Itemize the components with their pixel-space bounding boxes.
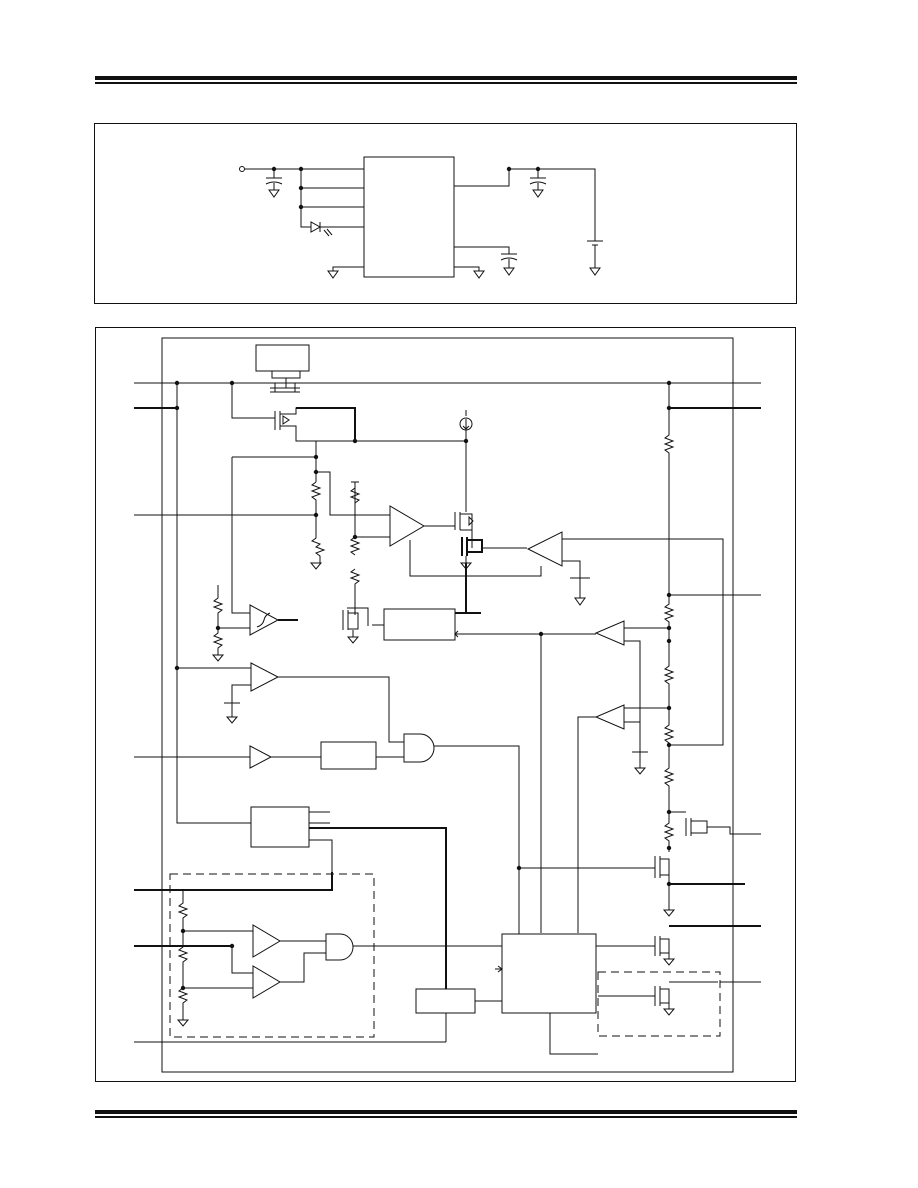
- current-sense-amplifier: [409, 531, 724, 746]
- uvlo-comparator-input: [231, 457, 250, 614]
- reverse-block-circuit: [255, 344, 310, 372]
- undervoltage-comparator: [211, 585, 298, 662]
- header-rule-thin: [95, 82, 797, 84]
- current-source: [459, 410, 473, 512]
- header-rule-thick: [95, 76, 797, 80]
- output-capacitor: [529, 169, 547, 198]
- typical-application-circuit: [239, 156, 603, 279]
- timer-capacitor: [454, 246, 518, 276]
- enable-logic: [249, 733, 520, 868]
- voltage-divider-chain: [663, 383, 761, 851]
- block-diagram-frame: [95, 327, 796, 1082]
- shutdown-comparator: [174, 662, 404, 743]
- timer-block: [415, 988, 476, 1014]
- status-led: [300, 207, 364, 237]
- error-amplifier: [349, 481, 455, 615]
- charge-detect-subblock: [169, 873, 375, 1038]
- input-terminal: [239, 166, 245, 172]
- termination-comparator: [577, 704, 669, 933]
- pass-transistor: [231, 383, 356, 442]
- typical-application-frame: [94, 123, 797, 304]
- ic-boundary: [161, 337, 734, 1073]
- main-controller: [415, 865, 598, 1055]
- charge-current-mosfets: [454, 512, 527, 570]
- comparator-pair: [176, 890, 502, 1027]
- precharge-comparator: [454, 620, 669, 933]
- input-capacitor: [265, 169, 283, 198]
- output-switches: [519, 811, 761, 1037]
- charger-ic-package: [363, 156, 455, 278]
- footer-rule-thick: [95, 1110, 797, 1114]
- charge-control-logic: [250, 806, 447, 990]
- footer-rule-thin: [95, 1116, 797, 1118]
- functional-block-diagram: [134, 337, 761, 1073]
- thermal-regulation-block: [342, 563, 481, 644]
- battery-cell: [587, 240, 603, 276]
